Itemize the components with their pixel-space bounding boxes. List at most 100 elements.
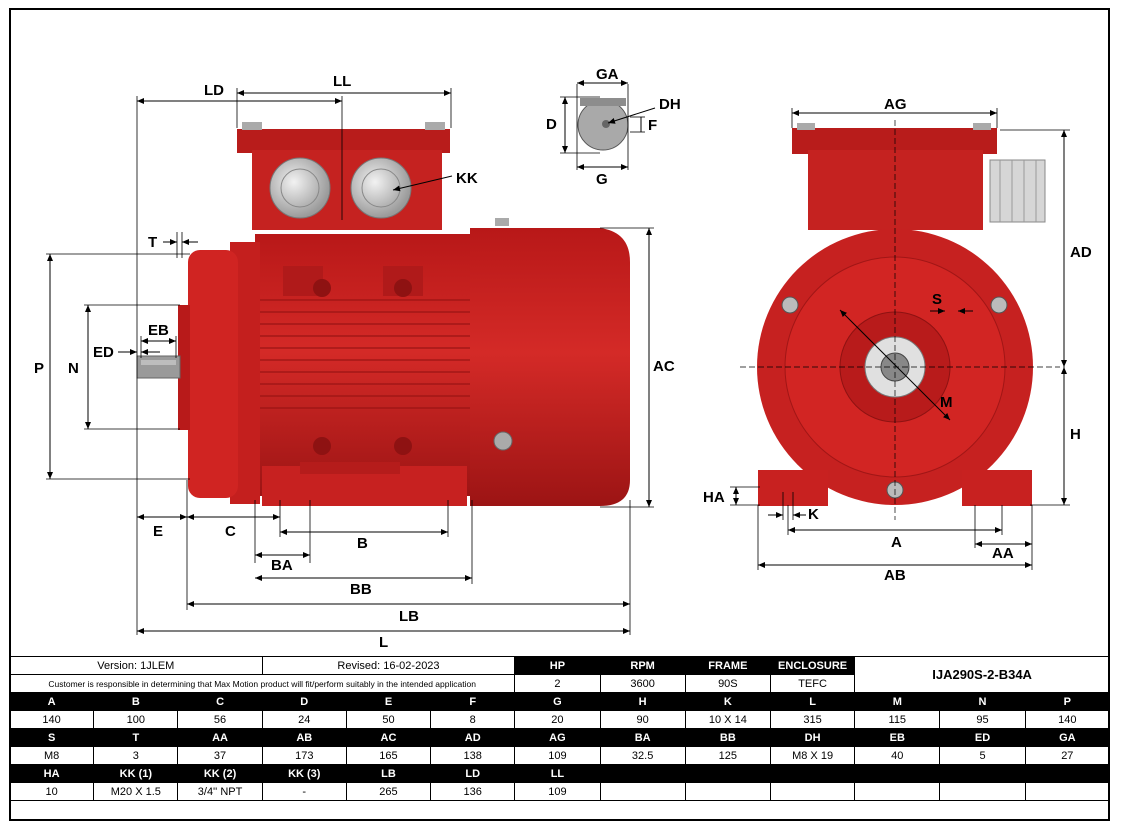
table-cell: - [261,782,347,801]
table-cell: 10 [8,782,95,801]
dim-M: M [940,394,953,411]
dim-K: K [808,506,819,523]
table-header: AA [177,728,263,747]
frame-value: 90S [684,674,771,693]
dim-L: L [379,634,388,651]
table-header: DH [769,728,856,747]
shaft-end-view: GA D G DH F [546,66,681,188]
table-header [599,764,686,783]
table-header: HA [8,764,95,783]
table-cell: 173 [261,746,347,765]
table-header: LD [430,764,516,783]
dim-LL: LL [333,73,351,90]
table-cell: 50 [345,710,432,729]
info-row-1: Version: 1JLEM Revised: 16-02-2023 HP RP… [9,656,1110,693]
table-cell: 138 [430,746,516,765]
dim-AB: AB [884,567,906,584]
table-cell: 3/4'' NPT [177,782,263,801]
table-value-row-1: 140 100 56 24 50 8 20 90 10 X 14 315 115… [8,710,1111,729]
dim-BB: BB [350,581,372,598]
table-cell: M8 [8,746,95,765]
table-header: KK (3) [261,764,347,783]
table-header: KK (2) [177,764,263,783]
disclaimer-text: Customer is responsible in determining t… [8,674,516,693]
table-header: AB [261,728,347,747]
cable-gland-2 [350,157,412,219]
dim-LD: LD [204,82,224,99]
table-header: L [769,692,856,711]
table-header: S [8,728,95,747]
cable-gland-side [989,159,1046,223]
front-foot-right [962,470,1032,506]
table-header: H [599,692,686,711]
table-header [1024,764,1111,783]
table-header [854,764,941,783]
table-cell: 3 [93,746,179,765]
dim-F: F [648,117,657,134]
table-header: E [345,692,432,711]
table-cell: 115 [854,710,941,729]
table-header [684,764,771,783]
dim-KK: KK [456,170,478,187]
hp-value: 2 [514,674,601,693]
table-cell: 24 [261,710,347,729]
table-header: AD [430,728,516,747]
table-cell: 8 [430,710,516,729]
table-value-row-3: 10 M20 X 1.5 3/4'' NPT - 265 136 109 [8,782,1111,801]
rpm-label: RPM [599,656,686,675]
dim-S: S [932,291,942,308]
enclosure-value: TEFC [769,674,856,693]
table-cell: 27 [1024,746,1111,765]
drawing-frame [9,8,1110,821]
table-header: C [177,692,263,711]
dim-P: P [34,360,44,377]
frame-label: FRAME [684,656,771,675]
dim-AC: AC [653,358,675,375]
rpm-value: 3600 [599,674,686,693]
table-header: BA [599,728,686,747]
table-header-row-1: A B C D E F G H K L M N P [8,692,1111,711]
dim-D: D [546,116,557,133]
dim-B: B [357,535,368,552]
table-header: K [684,692,771,711]
dim-ED: ED [93,344,114,361]
dim-C: C [225,523,236,540]
side-view: LD LL KK T P N EB ED AC [34,73,675,651]
front-view: M S AG AD H HA K A [703,96,1092,584]
revised-text: Revised: 16-02-2023 [261,656,516,675]
table-header: P [1024,692,1111,711]
table-cell: 20 [514,710,601,729]
enclosure-label: ENCLOSURE [769,656,856,675]
dim-E: E [153,523,163,540]
cable-gland-1 [269,157,331,219]
dim-AG: AG [884,96,907,113]
table-cell: 125 [684,746,771,765]
dim-AA: AA [992,545,1014,562]
table-cell: 5 [939,746,1026,765]
table-cell [599,782,686,801]
table-header: EB [854,728,941,747]
table-cell [939,782,1026,801]
table-header [769,764,856,783]
table-header: M [854,692,941,711]
dim-LB: LB [399,608,419,625]
dim-T: T [148,234,157,251]
dim-GA: GA [596,66,619,83]
table-cell: 95 [939,710,1026,729]
table-cell [1024,782,1111,801]
table-cell: 10 X 14 [684,710,771,729]
table-cell: M8 X 19 [769,746,856,765]
table-cell: 136 [430,782,516,801]
table-header: T [93,728,179,747]
table-header-row-2: S T AA AB AC AD AG BA BB DH EB ED GA [8,728,1111,747]
table-header: G [514,692,601,711]
dim-BA: BA [271,557,293,574]
dim-AD: AD [1070,244,1092,261]
dim-DH: DH [659,96,681,113]
table-header: AG [514,728,601,747]
version-text: Version: 1JLEM [9,656,263,675]
table-header: A [8,692,95,711]
dim-N: N [68,360,79,377]
table-header: ED [939,728,1026,747]
table-cell: 90 [599,710,686,729]
